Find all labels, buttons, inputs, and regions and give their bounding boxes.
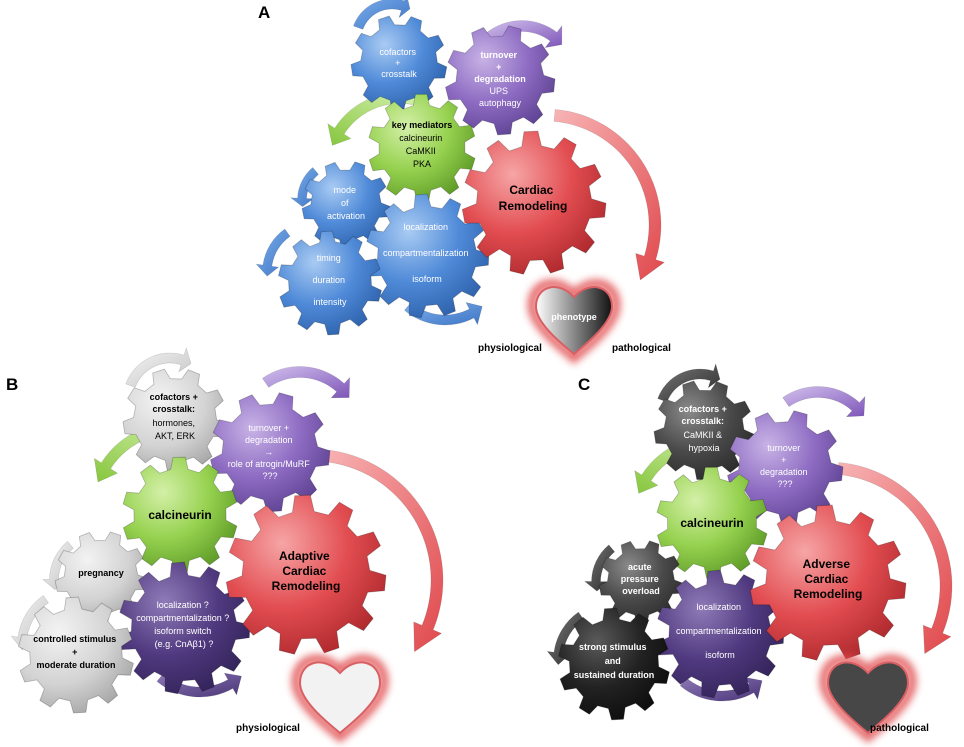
a-timing-label: timing duration intensity xyxy=(312,253,347,307)
a-gear-mediators xyxy=(368,93,476,203)
c-context-label: acute pressure overload xyxy=(621,562,662,596)
a-phenotype-label: phenotype xyxy=(551,312,597,322)
b-gear-calcineurin xyxy=(122,456,238,574)
c-localization-label: localization compartmentalization isofor… xyxy=(676,602,764,660)
c-heart-pathological xyxy=(819,654,917,744)
b-arrow-cofactors xyxy=(125,346,192,388)
b-cofactors-label: cofactors + crosstalk: hormones, AKT, ER… xyxy=(150,392,201,441)
c-arrow-cofactors xyxy=(657,362,721,403)
c-stimulus-label: strong stimulus and sustained duration xyxy=(574,642,655,680)
b-localization-label: localization ? compartmentalization ? is… xyxy=(136,600,232,649)
a-main-label: Cardiac Remodeling xyxy=(499,183,568,213)
b-arrow-turnover xyxy=(262,366,351,399)
b-arrow-red xyxy=(322,449,444,653)
b-pregnancy-label: pregnancy xyxy=(78,568,124,578)
a-arrow-iso xyxy=(404,301,483,326)
a-physiological-label: physiological xyxy=(478,343,542,354)
c-gear-stimulus xyxy=(558,607,670,721)
a-gear-turnover xyxy=(445,25,556,136)
a-arrow-mode xyxy=(289,167,319,207)
c-gear-cofactors xyxy=(653,380,755,481)
a-mediators-list: calcineurin CaMKII PKA xyxy=(399,133,445,169)
a-mediators-title: key mediators xyxy=(392,120,453,130)
panel-letter-b: B xyxy=(6,375,18,394)
a-arrow-red xyxy=(553,109,665,281)
c-main-label: Adverse Cardiac Remodeling xyxy=(794,557,863,601)
gear-layer xyxy=(10,0,953,744)
a-mode-label: mode of activation xyxy=(327,185,365,221)
b-gear-main xyxy=(225,494,387,655)
c-turnover-label: turnover + degradation ??? xyxy=(760,443,810,489)
c-pathological-label: pathological xyxy=(870,723,929,734)
b-heart-physiological xyxy=(291,654,389,744)
b-calcineurin-label: calcineurin xyxy=(148,508,211,522)
a-localization-label: localization compartmentalization isofor… xyxy=(383,222,471,284)
a-turnover-label: turnover + degradation xyxy=(474,50,526,84)
a-gear-timing xyxy=(278,230,382,336)
a-cofactors-label: cofactors + crosstalk xyxy=(379,47,418,79)
b-main-label: Adaptive Cardiac Remodeling xyxy=(272,549,341,593)
panel-letter-c: C xyxy=(578,375,590,394)
b-stimulus-label: controlled stimulus + moderate duration xyxy=(33,634,119,670)
c-gear-calcineurin xyxy=(656,466,768,580)
b-gear-cofactors xyxy=(122,368,228,473)
c-arrow-red xyxy=(837,462,953,655)
c-gear-main xyxy=(749,504,907,661)
a-gear-main xyxy=(461,130,607,275)
a-heart-phenotype xyxy=(527,279,621,365)
c-arrow-turnover xyxy=(782,386,866,418)
a-turnover-sub-label: UPS autophagy xyxy=(479,86,522,108)
a-arrow-timing xyxy=(255,228,291,277)
b-gear-stimulus xyxy=(18,596,134,714)
a-pathological-label: pathological xyxy=(612,343,671,354)
b-turnover-label: turnover + degradation → role of atrogin… xyxy=(228,423,313,481)
a-arrow-cofactors xyxy=(353,0,411,30)
c-calcineurin-label: calcineurin xyxy=(680,516,743,530)
panel-letter-a: A xyxy=(258,3,270,22)
text-layer: A B C cofactors + crosstalk turnover + d… xyxy=(6,3,929,734)
c-cofactors-label: cofactors + crosstalk: CaMKII & hypoxia xyxy=(679,404,730,453)
b-physiological-label: physiological xyxy=(236,723,300,734)
